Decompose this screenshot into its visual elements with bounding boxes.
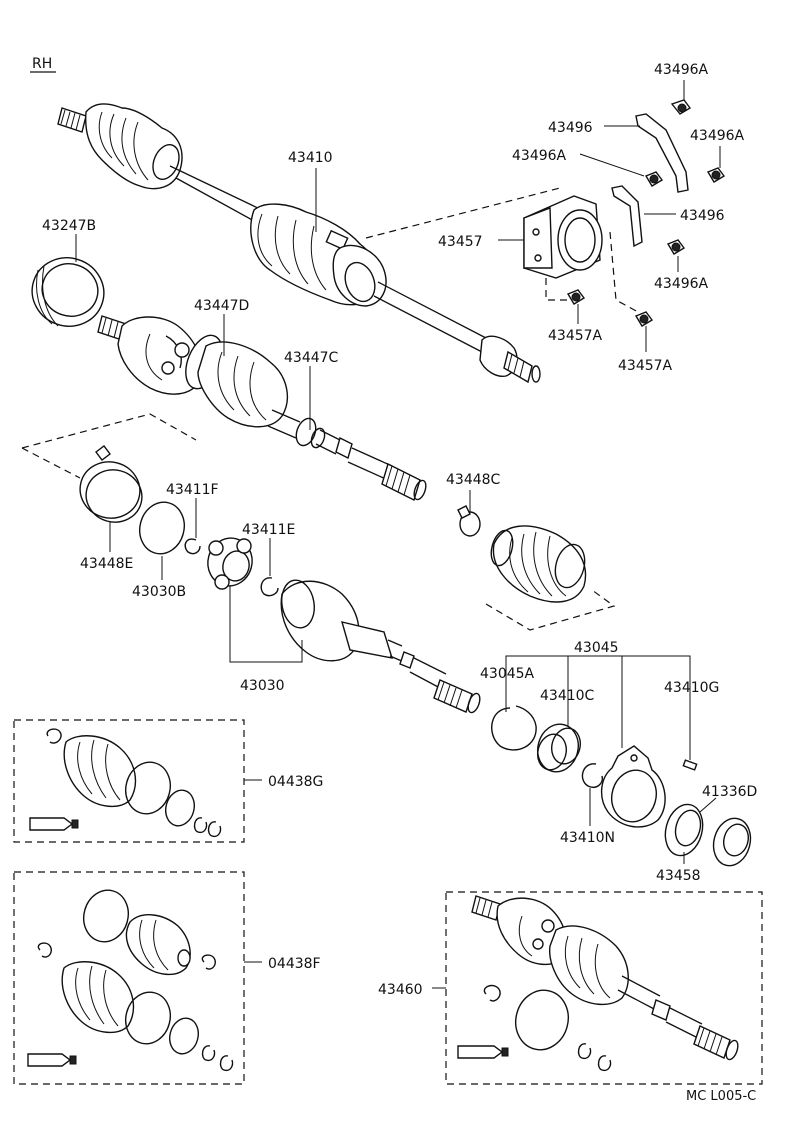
label-04438G: 04438G xyxy=(268,774,323,790)
bearing-bracket-43457 xyxy=(523,195,603,279)
label-43410N: 43410N xyxy=(560,830,615,846)
drive-shaft-assembly xyxy=(97,315,427,501)
boot-right xyxy=(490,525,587,603)
callout-bracket-43045 xyxy=(505,655,691,664)
seal-41336D xyxy=(712,817,752,867)
kit-group-line xyxy=(485,589,616,631)
kit-04438F-contents xyxy=(27,889,234,1072)
bolts-43496A xyxy=(566,99,726,327)
snap-ring-43045A xyxy=(491,705,537,751)
bolt-icon xyxy=(666,239,686,255)
grease-tube-icon xyxy=(457,1045,504,1059)
snap-ring-43410N xyxy=(581,763,603,788)
label-43448E: 43448E xyxy=(80,556,133,572)
pin-43410G xyxy=(682,759,698,771)
label-43045A: 43045A xyxy=(480,666,535,682)
tripod-joint-43030 xyxy=(207,537,253,590)
label-43458: 43458 xyxy=(656,868,701,884)
label-43447C: 43447C xyxy=(284,350,339,366)
label-43411E: 43411E xyxy=(242,522,295,538)
drive-shaft-43410 xyxy=(57,103,541,384)
bracket-link-line xyxy=(365,187,561,239)
callout-line xyxy=(699,797,717,813)
label-43030B: 43030B xyxy=(132,584,186,600)
grease-tube-icon xyxy=(29,817,74,831)
kit-group-line xyxy=(21,413,197,449)
boot-43247B xyxy=(31,257,105,327)
label-41336D: 41336D xyxy=(702,784,757,800)
label-43496A-4: 43496A xyxy=(654,276,709,292)
label-43496-2: 43496 xyxy=(680,208,725,224)
label-43410: 43410 xyxy=(288,150,333,166)
label-43460: 43460 xyxy=(378,982,423,998)
grease-tube-icon xyxy=(27,1053,72,1067)
bracket-strap-43496-upper xyxy=(635,113,689,193)
label-43411F: 43411F xyxy=(166,482,219,498)
label-43457: 43457 xyxy=(438,234,483,250)
leader-lines xyxy=(75,80,721,580)
kit-box-04438G xyxy=(13,719,245,843)
kit-box-43460 xyxy=(445,891,763,1085)
bolt-icon xyxy=(644,171,664,187)
kit-04438G-contents xyxy=(29,728,222,838)
bolt-icon xyxy=(566,289,586,305)
label-43045: 43045 xyxy=(574,640,619,656)
label-43496-1: 43496 xyxy=(548,120,593,136)
clamp-43448E xyxy=(79,445,143,523)
bearing-housing xyxy=(601,745,666,828)
bearing-43410C xyxy=(536,723,582,773)
label-43030: 43030 xyxy=(240,678,285,694)
label-43448C: 43448C xyxy=(446,472,501,488)
label-43410G: 43410G xyxy=(664,680,719,696)
outer-joint-housing xyxy=(280,579,481,714)
kit-box-04438F xyxy=(13,871,245,1085)
ring-43030B xyxy=(139,501,185,555)
label-43496A-2: 43496A xyxy=(690,128,745,144)
kit-43460-contents xyxy=(457,895,739,1072)
label-43457A-2: 43457A xyxy=(618,358,673,374)
bolt-guide-line xyxy=(545,278,570,301)
label-43447D: 43447D xyxy=(194,298,249,314)
seal-43458 xyxy=(664,803,704,857)
part-labels: RH 43410 43247B 43447D 43447C 43411F 434… xyxy=(30,56,757,1104)
snap-ring-43411E xyxy=(260,577,279,597)
kit-group-line xyxy=(21,447,81,479)
clamp-43448C xyxy=(457,505,481,537)
label-04438F: 04438F xyxy=(268,956,321,972)
bolt-guide-line xyxy=(609,231,639,313)
label-43410C: 43410C xyxy=(540,688,595,704)
label-43247B: 43247B xyxy=(42,218,96,234)
label-43457A-1: 43457A xyxy=(548,328,603,344)
bolt-icon xyxy=(706,167,726,183)
bolt-icon xyxy=(670,99,692,115)
bolt-icon xyxy=(634,311,654,327)
label-43496A-1: 43496A xyxy=(654,62,709,78)
label-43496A-3: 43496A xyxy=(512,148,567,164)
diagram-code: MC L005-C xyxy=(686,1089,756,1104)
side-label: RH xyxy=(32,56,52,72)
snap-ring-43411F xyxy=(184,538,201,555)
bracket-strap-43496-lower xyxy=(611,185,643,248)
callout-bracket-43030 xyxy=(229,586,303,663)
